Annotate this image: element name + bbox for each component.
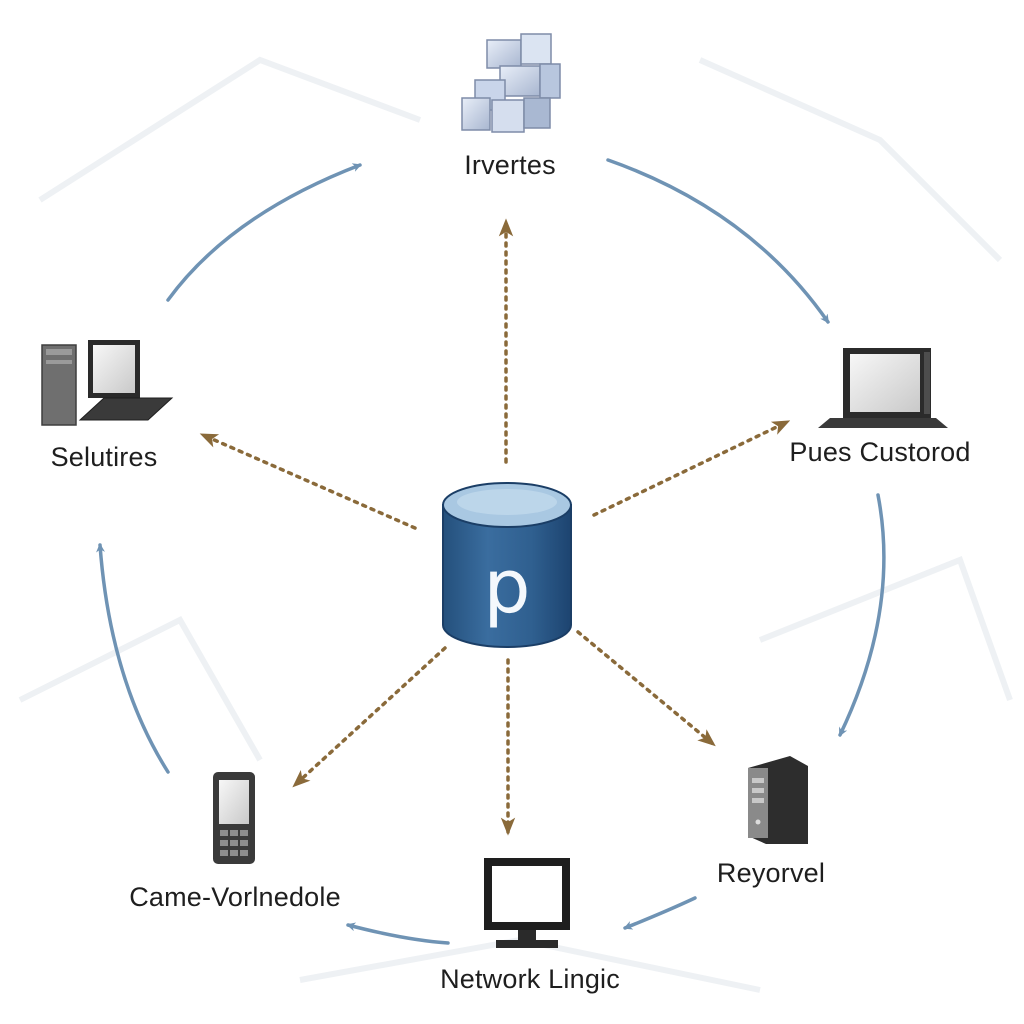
hub-letter: p <box>484 544 531 630</box>
database-hub: p <box>442 482 572 648</box>
node-label-left: Selutires <box>50 442 158 472</box>
link-to-bottomright <box>576 630 716 747</box>
workstation-icon <box>484 858 570 948</box>
cycle-arrows <box>96 158 886 945</box>
node-label-bottom-right: Reyorvel <box>716 858 826 888</box>
desktop-laptop-icon <box>41 340 174 426</box>
node-label-bottom-left: Came-Vorlnedole <box>129 882 341 912</box>
mobile-phone-icon <box>213 772 255 864</box>
link-to-right <box>592 420 791 517</box>
server-tower-icon <box>748 756 808 844</box>
node-label-bottom: Network Lingic <box>440 964 620 994</box>
link-to-bottomleft <box>292 646 447 788</box>
hub-links <box>199 218 791 836</box>
cycle-arrow-right-to-bottomright <box>838 493 886 737</box>
node-label-top: Irvertes <box>464 150 556 180</box>
node-label-right: Pues Custorod <box>789 437 971 467</box>
cycle-arrow-bottomright-to-bottom <box>623 896 697 930</box>
cycle-arrow-bottom-to-bottomleft <box>346 922 450 945</box>
cycle-arrow-top-to-right <box>606 158 830 324</box>
server-blocks-icon <box>461 33 561 133</box>
cycle-arrow-left-to-top <box>166 163 362 302</box>
link-to-left <box>199 433 417 530</box>
monitor-icon <box>818 348 948 428</box>
cycle-arrow-bottomleft-to-left <box>96 543 170 774</box>
